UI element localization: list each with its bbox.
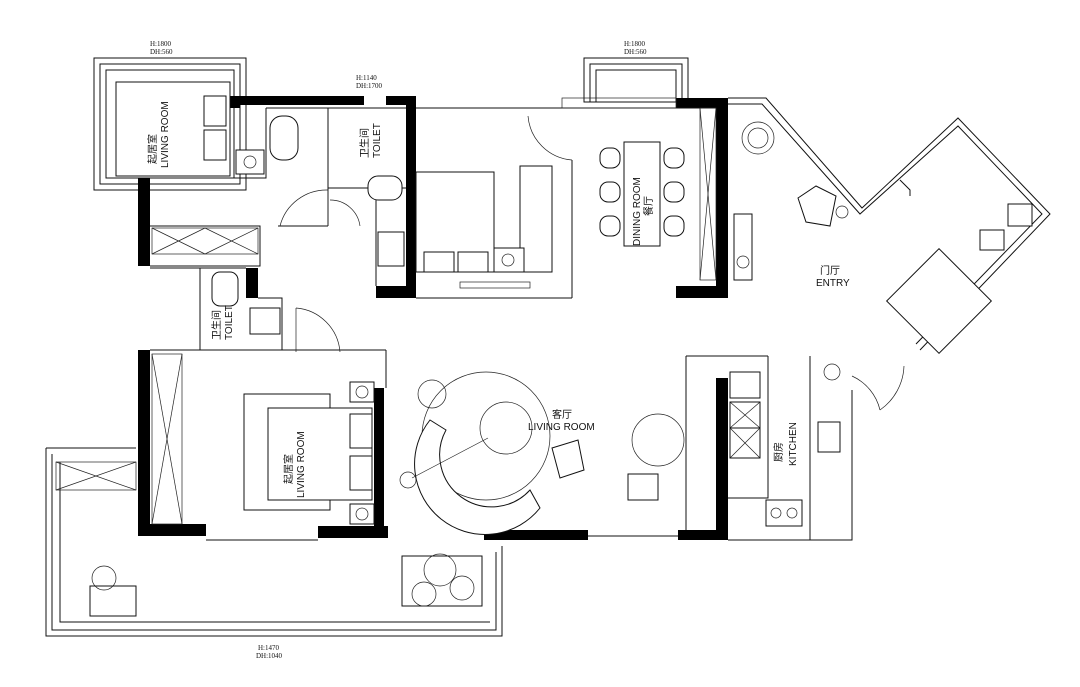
- top-right-bay-window: [583, 57, 689, 103]
- mid-bedroom-label-cn: 起居室: [282, 454, 295, 484]
- mid-bedroom-bed: [243, 381, 375, 525]
- study-furniture: [415, 165, 553, 289]
- kitchen-label-en: KITCHEN: [788, 422, 799, 466]
- living-label-en: LIVING ROOM: [528, 422, 595, 433]
- living-label-cn: 客厅: [552, 408, 572, 421]
- balcony-furniture: [89, 553, 483, 617]
- top-toilet-label-en: TOILET: [372, 123, 383, 158]
- entry-label-cn: 门厅: [820, 264, 840, 277]
- bottom-window-dh: DH:1040: [256, 652, 283, 660]
- living-furniture: [399, 371, 685, 535]
- top-bedroom-label-cn: 起居室: [146, 134, 159, 164]
- dining-label-en: DINING ROOM: [632, 177, 643, 246]
- bottom-balcony: [45, 447, 503, 637]
- mid-toilet-fixtures: [211, 271, 281, 335]
- windows: [55, 97, 717, 525]
- mid-toilet-label-cn: 卫生间: [210, 310, 223, 340]
- top-bedroom-bed: [115, 81, 265, 177]
- bottom-window-height: H:1470: [258, 644, 280, 652]
- top-left-window-height: H:1800: [150, 40, 172, 48]
- top-right-window-dh: DH:560: [624, 48, 647, 56]
- mid-bedroom-label-en: LIVING ROOM: [296, 431, 307, 498]
- top-toilet-label-cn: 卫生间: [358, 128, 371, 158]
- entry-furniture: [733, 121, 1033, 355]
- doors: [279, 115, 905, 411]
- walls: [138, 96, 728, 540]
- interior-lines: [150, 107, 853, 541]
- dining-label-cn: 餐厅: [642, 196, 655, 216]
- top-left-window-dh: DH:560: [150, 48, 173, 56]
- top-mid-window-dh: DH:1700: [356, 82, 383, 90]
- dining-table: [599, 141, 685, 247]
- top-right-window-height: H:1800: [624, 40, 646, 48]
- top-mid-window-height: H:1140: [356, 74, 377, 82]
- entry-balcony-outline: [728, 97, 1051, 351]
- kitchen-label-cn: 厨房: [772, 442, 785, 462]
- top-bedroom-label-en: LIVING ROOM: [160, 101, 171, 168]
- entry-label-en: ENTRY: [816, 278, 850, 289]
- top-toilet-fixtures: [269, 115, 405, 267]
- mid-toilet-label-en: TOILET: [224, 305, 235, 340]
- kitchen-fixtures: [729, 363, 841, 527]
